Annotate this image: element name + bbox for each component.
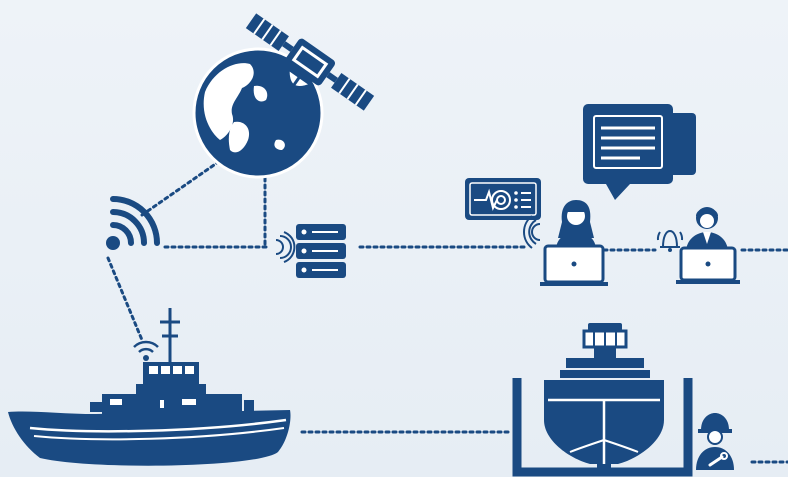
satellite-icon (245, 13, 375, 111)
waveform-display-icon (465, 178, 541, 220)
link-tugboat-wifi (106, 256, 144, 342)
drydock-icon (512, 323, 693, 477)
wifi-icon (106, 196, 160, 250)
chat-bubble-icon (583, 104, 696, 200)
bell-icon (656, 229, 684, 252)
server-icon (275, 224, 346, 278)
tugboat-icon (8, 308, 291, 466)
operator-male-icon (676, 207, 740, 284)
link-wifi-globe (140, 138, 252, 217)
engineer-icon (696, 413, 734, 470)
operator-female-icon (523, 200, 608, 286)
